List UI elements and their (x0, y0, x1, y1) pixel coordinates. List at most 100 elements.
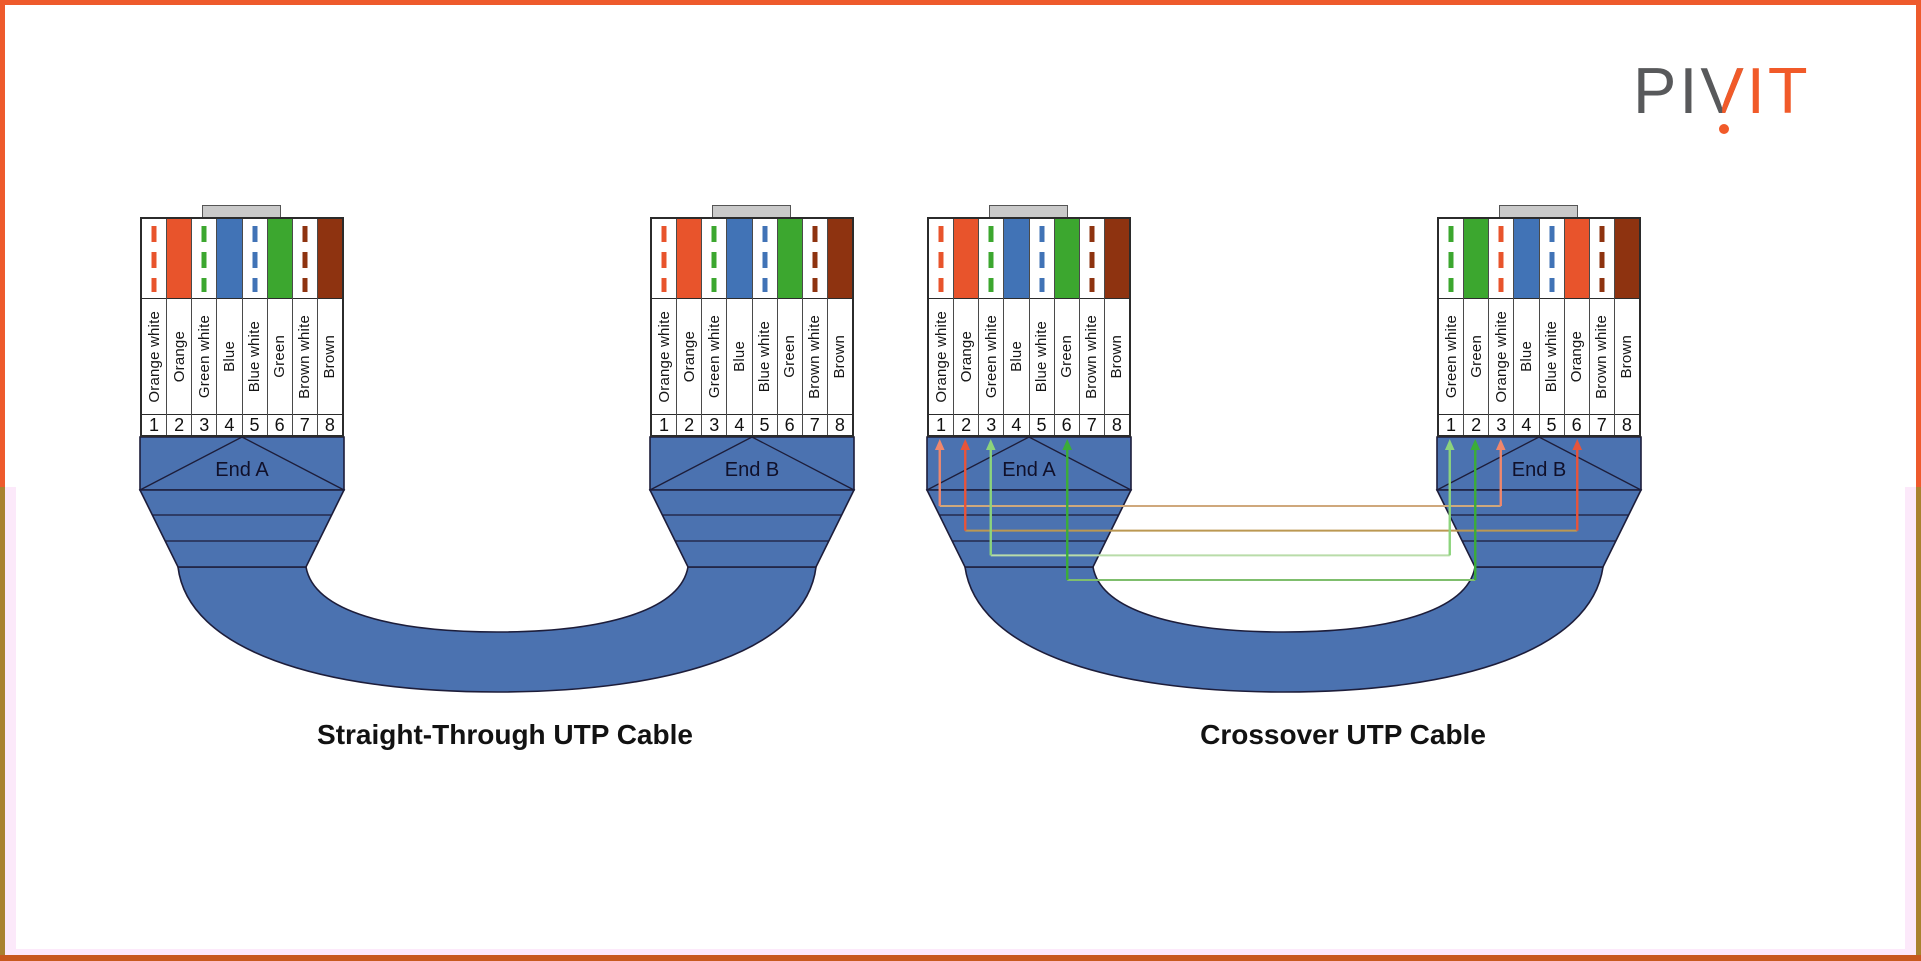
wire-name-cell: Blue (217, 299, 242, 415)
wire-name-cell: Orange (167, 299, 192, 415)
wire-name-label: Green (781, 335, 799, 378)
wire-name-cell: Brown (1614, 299, 1639, 415)
wire-name-label: Blue white (1543, 320, 1561, 393)
pin-number: 3 (199, 415, 210, 435)
pin-number: 2 (961, 415, 972, 435)
crossover-arrowhead-icon (1444, 439, 1455, 450)
stripe-dash (1599, 226, 1605, 292)
wire-stripe-solid (1004, 219, 1029, 299)
logo-text-pre: PI (1633, 54, 1701, 127)
wire-name-label: Brown white (1083, 314, 1101, 399)
wire-name-cell: Orange white (652, 299, 677, 415)
wire-name-cell: Green white (702, 299, 727, 415)
title-straight-through: Straight-Through UTP Cable (317, 719, 693, 750)
wire-stripe-solid (1564, 219, 1589, 299)
cable-band-crossover (964, 566, 1604, 693)
stripe-dash (1448, 226, 1454, 292)
wire-stripe-striped (752, 219, 777, 299)
pin-number: 3 (1496, 415, 1507, 435)
stripe-dash (252, 226, 258, 292)
wire-name-label: Blue (730, 341, 748, 372)
pin-number: 8 (1621, 415, 1632, 435)
wire-stripe-striped (1589, 219, 1614, 299)
logo-v-gray: V (1700, 54, 1747, 127)
wire-stripe-solid (1104, 219, 1129, 299)
wire-stripe-solid (1614, 219, 1639, 299)
wire-name-cell: Blue white (752, 299, 777, 415)
wire-name-label: Brown (1618, 334, 1636, 379)
crossover-arrowhead-icon (985, 439, 996, 450)
wire-stripe-solid (1054, 219, 1079, 299)
title-crossover: Crossover UTP Cable (1200, 719, 1486, 750)
stripe-dash (201, 226, 207, 292)
pin-number: 2 (684, 415, 695, 435)
pin-column: Green 6 (777, 219, 803, 435)
wire-name-label: Blue white (756, 320, 774, 393)
wire-name-cell: Brown (1104, 299, 1129, 415)
wire-name-label: Blue white (1033, 320, 1051, 393)
boot-ridge-lines (152, 514, 332, 542)
stripe-dash (711, 226, 717, 292)
wire-name-cell: Blue white (1539, 299, 1564, 415)
crossover-arrowhead-icon (960, 439, 971, 450)
body-flap-lines (139, 436, 345, 491)
pin-number: 8 (834, 415, 845, 435)
wire-name-label: Green white (982, 314, 1000, 399)
wire-name-label: Blue white (246, 320, 264, 393)
wire-name-label: Orange (170, 330, 188, 383)
wire-name-label: Green white (1442, 314, 1460, 399)
wire-name-label: Brown (321, 334, 339, 379)
wire-stripe-striped (702, 219, 727, 299)
pin-number: 6 (784, 415, 795, 435)
pin-number: 8 (1111, 415, 1122, 435)
wire-stripe-solid (777, 219, 802, 299)
pin-number: 1 (659, 415, 670, 435)
wire-name-cell: Blue (1514, 299, 1539, 415)
cable-band-straight (177, 566, 817, 693)
wire-name-label: Brown white (1593, 314, 1611, 399)
wire-name-label: Green (1467, 335, 1485, 378)
end-label-straight-b: End B (724, 459, 780, 481)
stripe-dash (938, 226, 944, 292)
end-label-straight-a: End A (215, 459, 269, 481)
logo-text-post: IT (1746, 54, 1811, 127)
wire-stripe-striped (242, 219, 267, 299)
stripe-dash (1498, 226, 1504, 292)
stripe-dash (1089, 226, 1095, 292)
pin-number: 6 (1571, 415, 1582, 435)
wire-name-cell: Green (267, 299, 292, 415)
stripe-dash (988, 226, 994, 292)
wire-stripe-striped (929, 219, 954, 299)
boot-ridge-lines (1449, 514, 1629, 542)
wire-stripe-striped (192, 219, 217, 299)
wire-stripe-solid (954, 219, 979, 299)
strain-relief-boot (648, 489, 856, 568)
wire-name-cell: Brown (827, 299, 852, 415)
wire-name-cell: Blue white (242, 299, 267, 415)
pin-column: Brown white 7 (1589, 219, 1615, 435)
pin-column: Brown 8 (317, 219, 342, 435)
pin-number: 7 (1596, 415, 1607, 435)
pin-number: 4 (1011, 415, 1022, 435)
crossover-arrowhead-icon (1572, 439, 1583, 450)
wire-name-cell: Green white (192, 299, 217, 415)
pin-number: 8 (324, 415, 335, 435)
